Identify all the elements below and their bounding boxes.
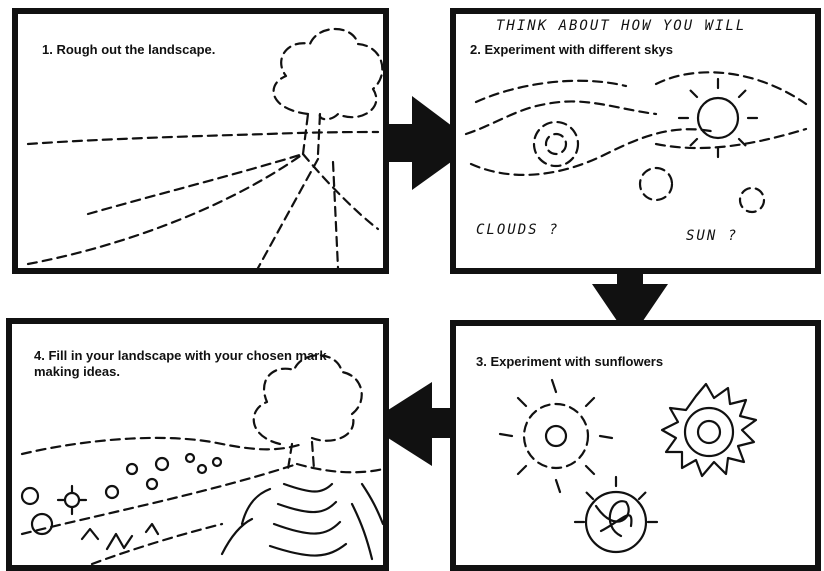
- panel-experiment-skies: THINK ABOUT HOW YOU WILL 2. Experiment w…: [450, 8, 821, 274]
- panel-fill-landscape: 4. Fill in your landscape with your chos…: [6, 318, 389, 571]
- clouds-label: CLOUDS ?: [476, 222, 559, 238]
- sun-label: SUN ?: [686, 228, 738, 244]
- panel-experiment-sunflowers: 3. Experiment with sunflowers: [450, 320, 821, 571]
- landscape-sketch: [18, 14, 383, 268]
- panel-rough-landscape: 1. Rough out the landscape.: [12, 8, 389, 274]
- sunflowers-sketch: [456, 326, 815, 565]
- final-landscape-sketch: [12, 324, 383, 565]
